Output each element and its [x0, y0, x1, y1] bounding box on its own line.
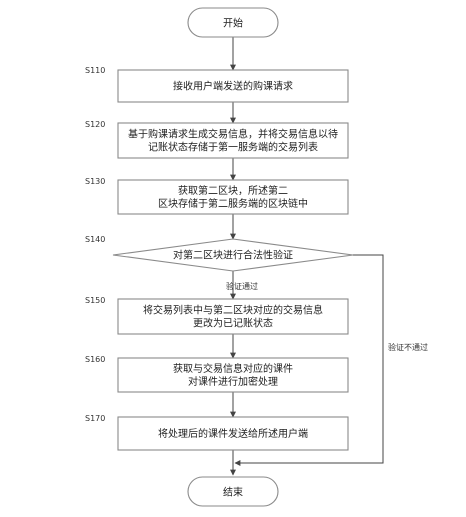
step-label-s120: S120 [85, 120, 105, 129]
step-text-line: 更改为已记账状态 [193, 317, 273, 330]
step-s110: 接收用户端发送的购课请求 [117, 69, 349, 103]
step-labels: S110 S120 S130 S140 S150 S160 S170 [85, 66, 105, 423]
start-label: 开始 [223, 17, 243, 30]
step-text-line: 对课件进行加密处理 [188, 375, 278, 388]
edge-label-pass: 验证通过 [226, 281, 258, 291]
end-label: 结束 [223, 486, 243, 499]
step-label-s110: S110 [85, 66, 105, 75]
step-text-line: 基于购课请求生成交易信息，并将交易信息以待 [128, 128, 338, 141]
step-s150: 将交易列表中与第二区块对应的交易信息更改为已记账状态 [117, 298, 349, 335]
flow-edges [230, 37, 384, 476]
step-s130: 获取第二区块，所述第二区块存储于第二服务端的区块链中 [117, 179, 349, 215]
step-label-s140: S140 [85, 235, 105, 244]
step-s170: 将处理后的课件发送给所述用户端 [117, 416, 349, 451]
step-text-line: 对第二区块进行合法性验证 [173, 249, 293, 262]
step-s160: 获取与交易信息对应的课件对课件进行加密处理 [117, 357, 349, 393]
step-text-line: 获取与交易信息对应的课件 [173, 362, 293, 375]
step-s170-text: 将处理后的课件发送给所述用户端 [158, 427, 308, 440]
step-label-s170: S170 [85, 414, 105, 423]
step-s150-text: 将交易列表中与第二区块对应的交易信息更改为已记账状态 [143, 304, 323, 330]
step-s140-text: 对第二区块进行合法性验证 [173, 249, 293, 262]
step-text-line: 区块存储于第二服务端的区块链中 [158, 197, 308, 210]
edge-fail-bypass [234, 254, 384, 466]
step-s120: 基于购课请求生成交易信息，并将交易信息以待记账状态存储于第一服务端的交易列表 [117, 122, 349, 159]
end-node: 结束 [187, 476, 279, 507]
step-label-s130: S130 [85, 177, 105, 186]
step-text-line: 将处理后的课件发送给所述用户端 [158, 427, 308, 440]
edge-label-fail: 验证不通过 [388, 342, 428, 352]
step-s130-text: 获取第二区块，所述第二区块存储于第二服务端的区块链中 [158, 184, 308, 210]
step-text-line: 将交易列表中与第二区块对应的交易信息 [143, 304, 323, 317]
step-s160-text: 获取与交易信息对应的课件对课件进行加密处理 [173, 362, 293, 388]
step-text-line: 获取第二区块，所述第二 [178, 184, 288, 197]
step-label-s160: S160 [85, 355, 105, 364]
step-s110-text: 接收用户端发送的购课请求 [173, 80, 293, 93]
step-label-s150: S150 [85, 296, 105, 305]
step-text-line: 接收用户端发送的购课请求 [173, 80, 293, 93]
step-s120-text: 基于购课请求生成交易信息，并将交易信息以待记账状态存储于第一服务端的交易列表 [128, 128, 338, 154]
start-node: 开始 [187, 7, 279, 38]
step-s140-decision: 对第二区块进行合法性验证 [112, 238, 354, 272]
step-text-line: 记账状态存储于第一服务端的交易列表 [148, 141, 318, 154]
